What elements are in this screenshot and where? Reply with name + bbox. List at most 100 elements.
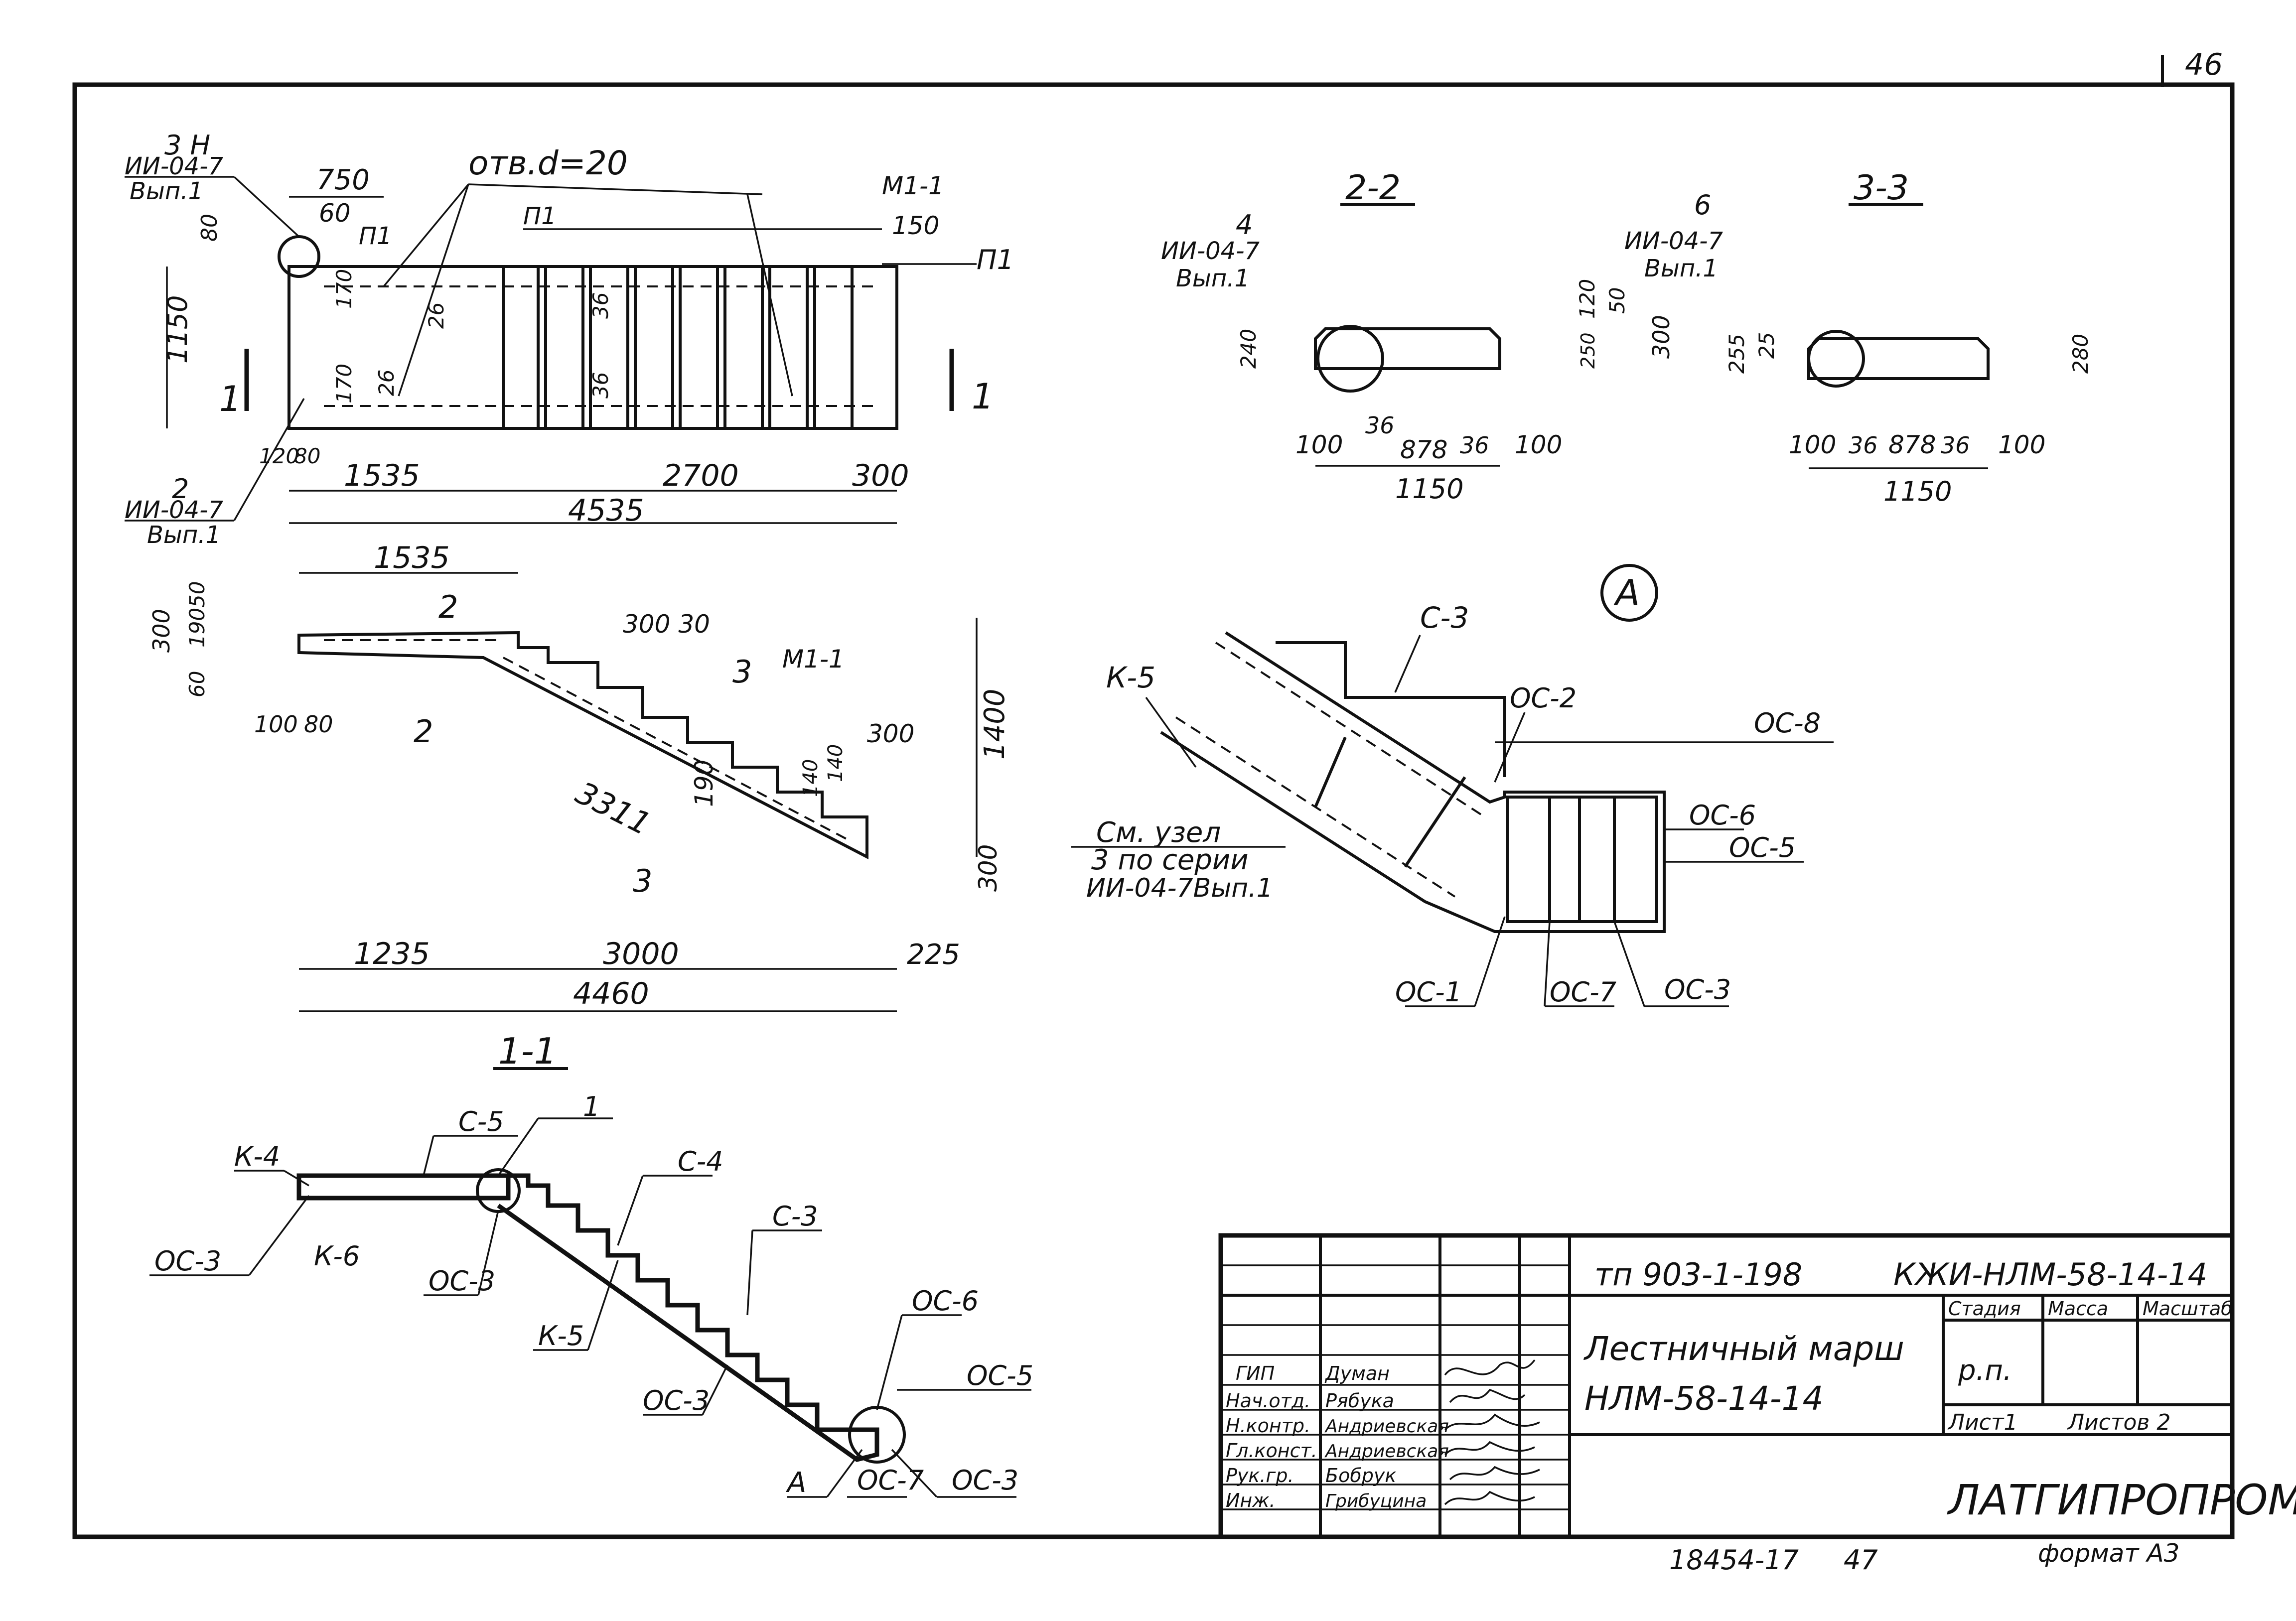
sec33-dim-25: 25 xyxy=(1754,332,1779,359)
stage-header: Стадия xyxy=(1948,1298,2021,1320)
title-block: тп 903-1-198 КЖИ-НЛМ-58-14-14 Лестничный… xyxy=(1218,1233,2296,1539)
side-dim-300-b: 300 xyxy=(867,719,914,748)
section-3-3: 3-3 6 ИИ-04-7 Вып.1 255 25 280 100 36 87… xyxy=(1624,168,2093,507)
mass-header: Масса xyxy=(2048,1298,2108,1320)
project-number: тп 903-1-198 xyxy=(1594,1256,1802,1293)
detail-a-see-1: См. узел xyxy=(1096,816,1221,849)
sec33-title: 3-3 xyxy=(1854,168,1909,208)
sec11-os3-c: ОС-3 xyxy=(643,1385,710,1416)
sec11-flight xyxy=(497,1173,879,1462)
detail-a-os5: ОС-5 xyxy=(1729,832,1796,863)
detail-a-os3: ОС-3 xyxy=(1664,974,1731,1005)
sec11-num-1: 1 xyxy=(583,1091,600,1122)
signature-0 xyxy=(1444,1359,1536,1376)
dim-2700: 2700 xyxy=(663,458,739,493)
section-2-2: 2-2 4 ИИ-04-7 Вып.1 240 120 50 250 300 1… xyxy=(1161,168,1675,505)
side-dim-1400: 1400 xyxy=(979,688,1011,760)
sec33-node-circle xyxy=(1807,330,1865,388)
side-dim-80: 80 xyxy=(304,711,333,738)
side-dim-4460: 4460 xyxy=(573,976,649,1011)
sec11-k6: К-6 xyxy=(314,1240,360,1272)
sec11-c5: С-5 xyxy=(458,1106,504,1137)
stage-value: р.п. xyxy=(1958,1354,2012,1387)
sheets-label: Листов 2 xyxy=(2067,1410,2170,1435)
side-dim-190: 190 xyxy=(185,608,209,648)
sec11-c4: С-4 xyxy=(678,1146,723,1177)
sec22-dim-100-b: 100 xyxy=(1515,430,1562,459)
sec22-node-circle xyxy=(1316,325,1384,393)
detail-a-os8: ОС-8 xyxy=(1754,707,1821,739)
signature-5 xyxy=(1444,1490,1535,1505)
sec33-profile xyxy=(1807,337,1990,380)
dim-36-a: 36 xyxy=(588,292,613,319)
side-dim-60: 60 xyxy=(185,671,209,697)
detail-a-os6: ОС-6 xyxy=(1689,800,1756,831)
side-view: 1535 300 30 М1-1 50 190 300 60 100 80 2 … xyxy=(148,540,1011,1012)
sec11-os3-d: ОС-3 xyxy=(952,1465,1018,1496)
sec22-dim-878: 878 xyxy=(1400,435,1447,464)
dim-120: 120 xyxy=(259,444,299,468)
footer-number: 18454-17 xyxy=(1669,1544,1799,1576)
sec11-k4: К-4 xyxy=(234,1141,280,1172)
node-3-issue: Вып.1 xyxy=(130,177,203,205)
sec22-node-ref: ИИ-04-7 xyxy=(1161,237,1260,265)
sec22-profile xyxy=(1314,327,1501,370)
plan-outline xyxy=(287,265,898,430)
signature-1 xyxy=(1449,1388,1526,1403)
drawing-code: КЖИ-НЛМ-58-14-14 xyxy=(1893,1256,2207,1293)
sec33-dim-100-a: 100 xyxy=(1789,430,1836,459)
sec33-dim-36-b: 36 xyxy=(1941,432,1970,459)
detail-a-k5: К-5 xyxy=(1106,661,1155,694)
signature-3 xyxy=(1444,1441,1535,1456)
signatures xyxy=(1444,1359,1540,1505)
sec33-dim-878: 878 xyxy=(1888,430,1936,459)
page-number: 46 xyxy=(2185,47,2223,82)
sec11-k5: К-5 xyxy=(538,1320,584,1351)
sec11-landing xyxy=(296,1173,511,1201)
side-dim-225: 225 xyxy=(907,939,960,971)
person-1: Рябука xyxy=(1325,1390,1394,1412)
detail-a: А С-3 К-5 ОС-2 ОС-8 ОС-6 ОС-5 См. узел 3… xyxy=(1071,564,1834,1008)
person-5: Грибуцина xyxy=(1325,1491,1427,1511)
signature-2 xyxy=(1444,1413,1540,1431)
sec11-os3-a: ОС-3 xyxy=(154,1245,221,1277)
detail-a-os2: ОС-2 xyxy=(1510,682,1577,714)
sec33-node: 6 xyxy=(1694,189,1711,221)
sec22-dim-300: 300 xyxy=(1648,315,1675,359)
node-2-ref: ИИ-04-7 xyxy=(125,496,224,524)
dim-750: 750 xyxy=(316,164,370,196)
detail-a-see-2: 3 по серии xyxy=(1091,844,1249,876)
sec22-dim-50: 50 xyxy=(1605,287,1629,314)
sec11-os3-b: ОС-3 xyxy=(429,1265,495,1297)
detail-a-see-3: ИИ-04-7Вып.1 xyxy=(1086,873,1273,903)
dim-4535: 4535 xyxy=(568,493,644,528)
side-profile xyxy=(297,631,868,859)
sec22-dim-120: 120 xyxy=(1575,279,1599,319)
footer-page: 47 xyxy=(1844,1544,1878,1576)
dim-60: 60 xyxy=(319,199,351,228)
role-3: Гл.конст. xyxy=(1226,1440,1317,1462)
sec33-node-ref: ИИ-04-7 xyxy=(1624,227,1723,255)
person-3: Андриевская xyxy=(1324,1441,1449,1462)
drawing-name-1: Лестничный марш xyxy=(1583,1330,1904,1368)
role-0: ГИП xyxy=(1236,1362,1275,1384)
side-dim-1535: 1535 xyxy=(374,540,450,575)
detail-a-landing xyxy=(1506,796,1658,923)
side-dim-1235: 1235 xyxy=(354,937,430,971)
side-dim-140-a: 140 xyxy=(799,759,822,797)
role-2: Н.контр. xyxy=(1226,1415,1310,1437)
side-dim-3311: 3311 xyxy=(570,775,657,843)
cut-1-right: 1 xyxy=(972,376,994,417)
sec33-dim-255: 255 xyxy=(1724,334,1749,374)
node-2-label: 2 xyxy=(172,473,189,505)
drawing-name-2: НЛМ-58-14-14 xyxy=(1584,1379,1824,1418)
side-dim-190-b: 190 xyxy=(690,760,718,807)
side-dim-300: 300 xyxy=(148,609,175,653)
side-dim-3000: 3000 xyxy=(603,937,679,971)
scale-header: Масштаб xyxy=(2143,1298,2233,1320)
side-cut-2-bottom: 2 xyxy=(414,713,433,750)
sec33-dim-1150: 1150 xyxy=(1883,476,1952,507)
sec33-dim-100-b: 100 xyxy=(1998,430,2045,459)
sec22-dim-36-b: 36 xyxy=(1460,432,1489,459)
